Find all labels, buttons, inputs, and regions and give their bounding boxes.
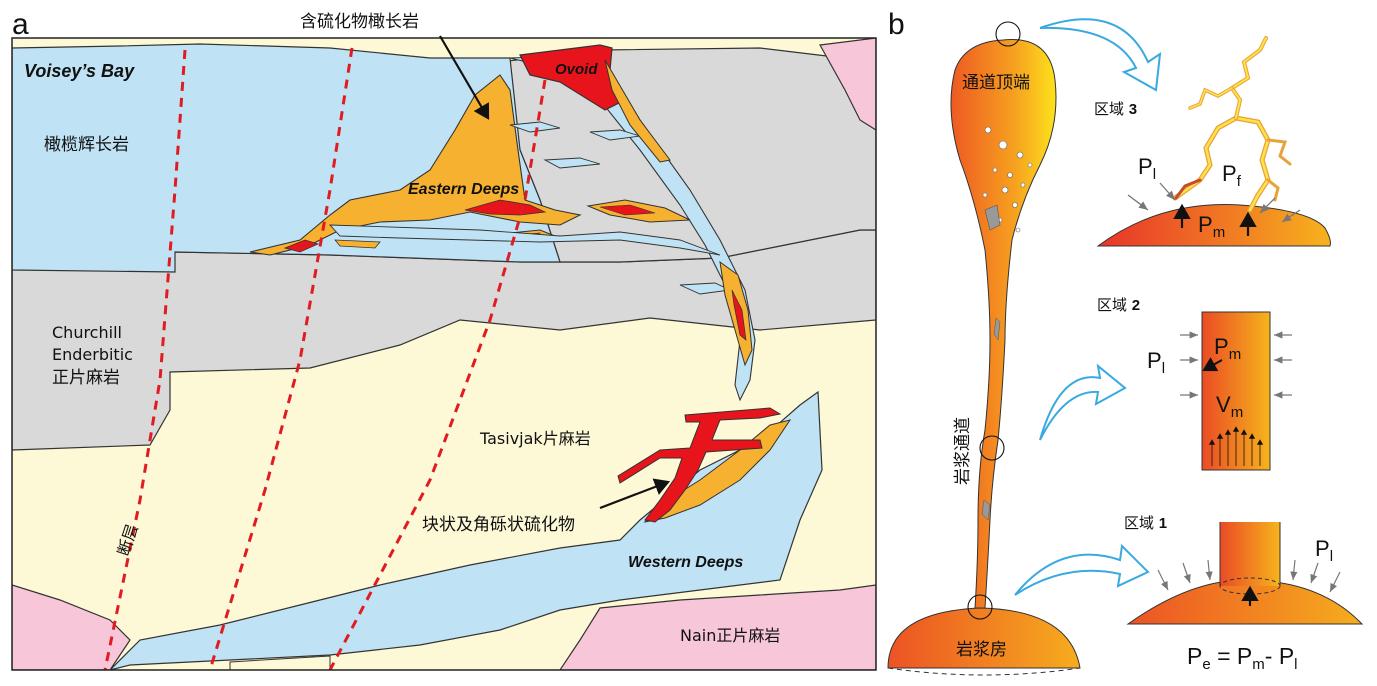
fault-lines <box>103 47 547 670</box>
zone-3-pl: Pl <box>1138 154 1156 183</box>
zone-2-pm-arrow <box>1202 357 1223 372</box>
ovoid-rim <box>604 59 671 163</box>
enderbitic-label-3: 正片麻岩 <box>52 368 120 388</box>
zone-3-label: 区域 3 <box>1094 100 1137 118</box>
zone-2-vm: Vm <box>1216 392 1243 421</box>
ovoid-label: Ovoid <box>555 61 598 78</box>
sulfide-lens <box>283 239 320 253</box>
zoom-arrow-2 <box>1039 363 1127 441</box>
zone-2-flow-arrows <box>1208 426 1264 466</box>
voiseys-bay-title: Voisey’s Bay <box>24 61 135 81</box>
magma-conduit <box>950 39 1057 609</box>
zone-3-pf: Pf <box>1222 161 1242 190</box>
zoom-arrows <box>1014 18 1162 596</box>
massive-sulfide-label: 块状及角砾状硫化物 <box>422 515 575 535</box>
zone-2-lithostatic-arrows <box>1180 331 1292 399</box>
zone-1-conduit-inlet <box>1219 577 1281 595</box>
thin-sill <box>509 121 561 133</box>
panel-b-diagram: b 岩浆房 通道顶端 岩浆通道 区域 3 <box>887 8 1364 676</box>
pl-arrow <box>1127 194 1149 211</box>
xenolith <box>981 499 991 521</box>
sulfide-lens <box>731 289 747 341</box>
zone-3-magma-top <box>1096 204 1331 247</box>
vesicles <box>982 126 1033 233</box>
xenolith <box>984 204 1001 231</box>
sulfide-troctolite-arrow <box>439 35 490 120</box>
fault-line-2 <box>208 47 354 670</box>
zoom-circle-middle <box>979 435 1005 461</box>
zone-3-pm: Pm <box>1198 212 1225 241</box>
zoom-circle-top <box>995 21 1021 47</box>
sulfide-troctolite-label: 含硫化物橄长岩 <box>300 12 419 32</box>
cream-strip <box>229 655 331 670</box>
chamber-base-dashed <box>887 667 1081 676</box>
zoom-arrow-3 <box>1039 18 1162 92</box>
western-deeps-label: Western Deeps <box>628 554 743 571</box>
conduit-label: 岩浆通道 <box>953 417 973 485</box>
sulfide-lens <box>464 199 547 216</box>
fault-line-3 <box>328 79 547 670</box>
western-deeps-massive-sulfide <box>617 407 782 523</box>
nain-gneiss-top <box>819 38 876 131</box>
zone-1-label: 区域 1 <box>1124 514 1167 532</box>
zone-1-lithostatic-arrows <box>1157 559 1341 593</box>
xenolith <box>993 317 1001 341</box>
sulfide-lens-orange <box>334 239 381 249</box>
nain-label: Nain正片麻岩 <box>680 626 780 645</box>
zone-1-conduit-base <box>1220 522 1280 586</box>
thin-sill <box>543 157 601 169</box>
enderbitic-label-1: Churchill <box>52 323 122 342</box>
troctolite-label: 橄榄辉长岩 <box>44 135 129 155</box>
massive-sulfide-arrow <box>599 478 671 510</box>
magma-chamber-label: 岩浆房 <box>956 640 1007 660</box>
panel-a-letter: a <box>12 8 29 41</box>
panel-b-letter: b <box>888 8 905 41</box>
thin-sill <box>328 224 721 256</box>
zone-1-pl: Pl <box>1315 536 1333 565</box>
western-deeps-troctolite <box>109 390 823 670</box>
conduit-top-label: 通道顶端 <box>962 73 1030 93</box>
panel-a-map: a Voisey’s Bay 橄榄辉长岩 Churchill Enderbiti… <box>11 8 877 671</box>
zoom-arrow-1 <box>1014 543 1150 596</box>
panel-a-frame <box>11 37 877 671</box>
enderbitic-label-2: Enderbitic <box>52 345 133 364</box>
zoom-circle-bottom <box>967 594 993 620</box>
nain-gneiss-bottom-left <box>12 584 131 670</box>
pl-arrow <box>1259 197 1276 214</box>
pl-arrow <box>1281 209 1301 223</box>
nain-gneiss-bottom-right <box>559 584 876 670</box>
tasivjak-label: Tasivjak片麻岩 <box>479 429 591 448</box>
eastern-deeps-label: Eastern Deeps <box>408 181 519 198</box>
pe-equation: Pe = Pm- Pl <box>1187 643 1298 673</box>
zone-3-fractures <box>1172 36 1292 213</box>
pl-arrow <box>1159 182 1176 201</box>
sulfide-lens <box>599 204 656 216</box>
zone-2-label: 区域 2 <box>1097 296 1140 314</box>
zone-2-pl: Pl <box>1147 348 1165 377</box>
zone-2-pm: Pm <box>1214 334 1241 363</box>
zone-1-chamber-top <box>1126 579 1364 625</box>
